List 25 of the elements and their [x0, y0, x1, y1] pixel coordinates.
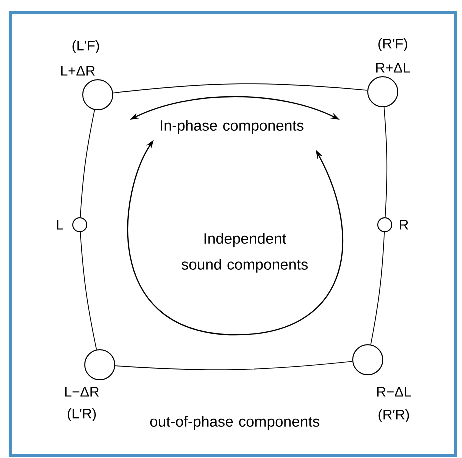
circle-node: [82, 80, 114, 110]
circle-node: [352, 344, 384, 376]
node-label: (R′R): [378, 410, 410, 422]
node-label: (R′F): [378, 38, 408, 52]
node-label: (L′F): [72, 40, 100, 54]
connector-line: [370, 232, 385, 346]
circle-node: [378, 218, 392, 232]
node-label: (L′R): [68, 408, 96, 422]
connector-line: [80, 110, 96, 218]
node-label: L+ΔR: [62, 66, 95, 76]
node-label: L−ΔR: [66, 387, 99, 397]
connector-line: [80, 232, 98, 350]
circle-node: [84, 350, 116, 380]
node-label: R: [400, 220, 408, 230]
caption-text: In-phase components: [161, 120, 304, 134]
caption-text: out-of-phase components: [150, 416, 320, 430]
connector-line: [384, 107, 388, 218]
connector-line: [115, 361, 353, 370]
circle-node: [72, 218, 88, 232]
node-label: R−ΔL: [378, 387, 412, 397]
node-label: L: [57, 220, 64, 230]
node-label: R+ΔL: [376, 63, 410, 73]
connector-line: [113, 84, 368, 94]
circle-node: [368, 76, 398, 108]
caption-text: Independent sound components: [182, 233, 308, 273]
